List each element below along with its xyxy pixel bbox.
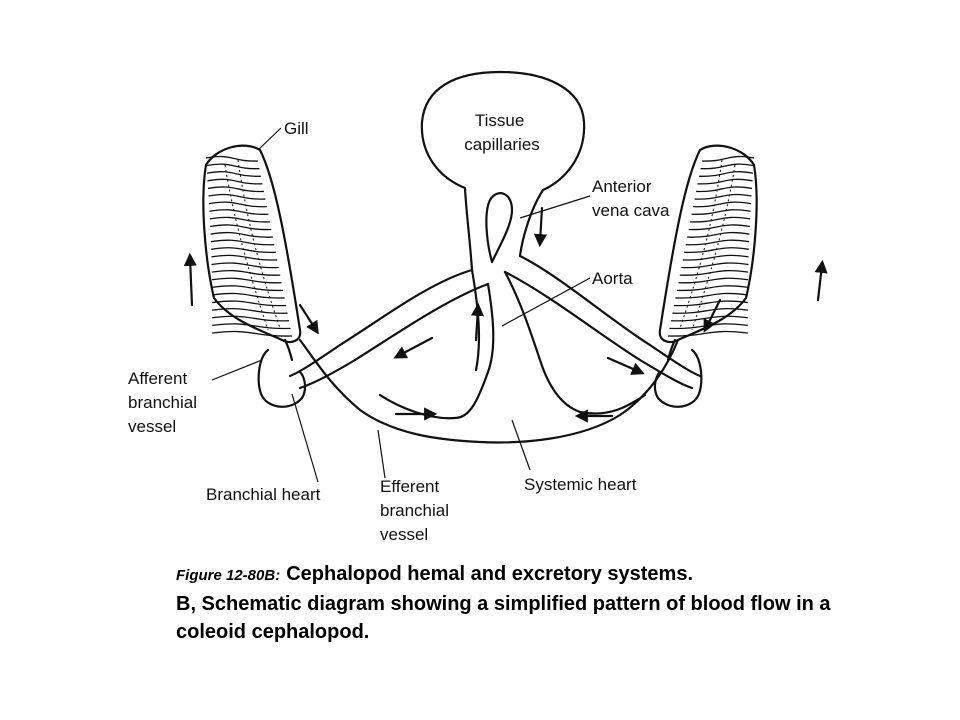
gill-lamella: [210, 224, 272, 231]
gill-lamella: [211, 277, 282, 284]
left-afferent-vessel: [288, 268, 474, 378]
systemic-heart-inner-left-b: [470, 268, 481, 372]
gill-lamella: [208, 201, 267, 208]
gill-lamella: [210, 239, 275, 246]
gill-lamella: [673, 300, 748, 307]
gill-lamella: [701, 155, 755, 162]
right-branchial-heart: [653, 348, 703, 408]
gill-lamella: [211, 269, 281, 276]
gill-lamella: [212, 300, 287, 307]
gill-lamella: [696, 186, 753, 193]
gill-lamella: [212, 323, 291, 330]
left-afferent-vessel-lower: [298, 282, 490, 390]
label-anterior-vena-cava: Anterior vena cava: [592, 177, 670, 220]
gill-lamella: [697, 178, 753, 185]
right-afferent-vessel: [518, 254, 702, 378]
left-gill: [202, 144, 302, 344]
label-tissue-capillaries: Tissue capillaries: [464, 111, 540, 154]
gill-lamella: [681, 262, 749, 269]
gill-lamella: [210, 231, 273, 238]
gill-lamella: [209, 216, 270, 223]
leader-lines: [211, 127, 591, 483]
gill-lamella: [206, 171, 261, 177]
caption-body: B, Schematic diagram showing a simplifie…: [176, 593, 831, 643]
gill-lamella: [211, 262, 279, 269]
gill-lamella: [212, 292, 285, 299]
label-afferent-branchial-vessel: Afferent branchial vessel: [128, 369, 202, 436]
label-efferent-branchial-vessel: Efferent branchial vessel: [380, 477, 454, 544]
gill-lamella: [694, 193, 752, 200]
gill-lamella: [682, 254, 749, 261]
gill-lamella: [685, 239, 750, 246]
label-aorta: Aorta: [592, 269, 633, 288]
gill-lamella: [670, 315, 748, 322]
gill-lamella: [688, 224, 750, 231]
gill-lamella: [207, 178, 263, 185]
systemic-heart-inner-right: [503, 270, 647, 415]
gill-lamella: [212, 315, 290, 322]
gill-lamella: [679, 269, 749, 276]
gill-lamella: [687, 231, 750, 238]
gill-lamella: [212, 330, 293, 337]
caption-title: Cephalopod hemal and excretory systems.: [286, 563, 694, 585]
systemic-heart-inner-left: [378, 282, 495, 420]
figure-caption: Figure 12-80B: Cephalopod hemal and excre…: [176, 560, 876, 646]
gill-lamella: [690, 216, 751, 223]
vena-cava-loop: [485, 192, 514, 264]
efferent-branchial-vessel: [298, 338, 680, 444]
gill-lamella: [212, 308, 288, 314]
gill-lamella: [672, 308, 748, 314]
gill-lamella: [207, 186, 264, 193]
label-gill: Gill: [284, 119, 309, 138]
left-branchial-heart: [257, 348, 307, 408]
right-afferent-vessel-lower: [503, 270, 694, 390]
gill-lamella: [211, 285, 284, 292]
gill-lamella: [675, 292, 748, 299]
gill-lamella: [678, 277, 749, 284]
gill-lamella: [676, 285, 749, 292]
gill-lamella: [211, 254, 278, 261]
flow-arrows: [183, 206, 828, 423]
tissue-capillaries-outline: [420, 70, 586, 272]
gill-lamella: [206, 163, 260, 170]
label-branchial-heart: Branchial heart: [206, 485, 321, 504]
gill-lamella: [667, 330, 748, 337]
figure-label: Figure 12-80B:: [176, 567, 281, 584]
gill-lamella: [209, 209, 269, 215]
gill-lamella: [693, 201, 752, 208]
gill-lamella: [700, 163, 754, 170]
gill-lamella: [208, 193, 266, 200]
label-systemic-heart: Systemic heart: [524, 475, 637, 494]
gill-lamella: [691, 209, 751, 215]
gill-lamella: [699, 171, 754, 177]
right-gill: [658, 144, 758, 344]
gill-lamella: [205, 155, 259, 162]
